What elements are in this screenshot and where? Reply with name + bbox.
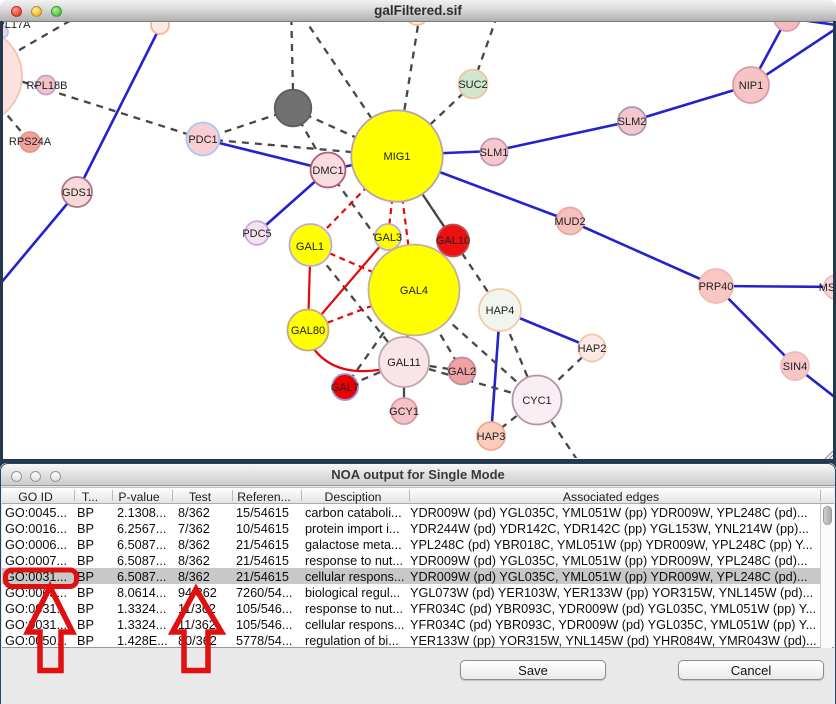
svg-text:GAL3: GAL3 bbox=[374, 232, 402, 244]
svg-text:GAL4: GAL4 bbox=[400, 285, 428, 297]
svg-text:RPS24A: RPS24A bbox=[9, 136, 52, 148]
svg-text:DMC1: DMC1 bbox=[312, 165, 343, 177]
svg-text:GAL7: GAL7 bbox=[331, 382, 359, 394]
svg-text:GCY1: GCY1 bbox=[389, 406, 419, 418]
svg-text:MUD2: MUD2 bbox=[554, 216, 585, 228]
svg-text:GAL2: GAL2 bbox=[448, 366, 476, 378]
svg-text:SUC2: SUC2 bbox=[458, 79, 487, 91]
svg-text:SIN4: SIN4 bbox=[783, 361, 807, 373]
svg-text:MIG1: MIG1 bbox=[384, 151, 411, 163]
svg-text:GDS1: GDS1 bbox=[62, 187, 92, 199]
svg-text:GAL80: GAL80 bbox=[291, 325, 325, 337]
svg-text:RPL18B: RPL18B bbox=[27, 80, 68, 92]
svg-text:MSN: MSN bbox=[819, 282, 836, 294]
svg-text:SLM2: SLM2 bbox=[618, 116, 647, 128]
svg-text:RPL17A: RPL17A bbox=[0, 22, 31, 31]
svg-text:NIP1: NIP1 bbox=[739, 80, 763, 92]
svg-text:HAP2: HAP2 bbox=[578, 343, 607, 355]
svg-text:GAL10: GAL10 bbox=[436, 235, 470, 247]
svg-text:HAP3: HAP3 bbox=[477, 431, 506, 443]
svg-text:PDC5: PDC5 bbox=[242, 228, 271, 240]
svg-text:GAL1: GAL1 bbox=[296, 241, 324, 253]
svg-text:HAP4: HAP4 bbox=[486, 305, 515, 317]
svg-text:GAL11: GAL11 bbox=[387, 357, 420, 369]
svg-text:PDC1: PDC1 bbox=[188, 134, 217, 146]
svg-text:PRP40: PRP40 bbox=[699, 281, 734, 293]
svg-text:SLM1: SLM1 bbox=[480, 147, 509, 159]
svg-text:CYC1: CYC1 bbox=[522, 395, 551, 407]
